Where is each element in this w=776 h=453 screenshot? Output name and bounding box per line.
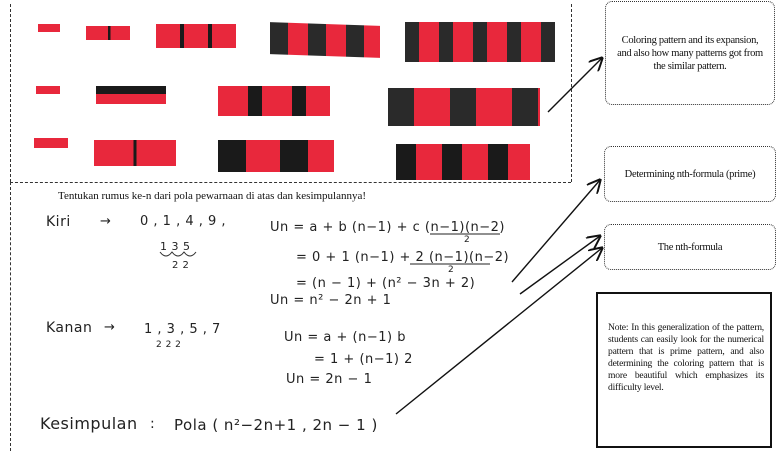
note-box: Note: In this generalization of the patt… — [596, 292, 772, 448]
pattern-r2-4 — [388, 88, 540, 126]
pattern-r3-2 — [94, 140, 176, 166]
kesimpulan-colon: : — [150, 416, 156, 432]
un-line-2: = 0 + 1 (n−1) + 2 (n−1)(n−2) — [296, 250, 510, 265]
un-line-4: Un = n² − 2n + 1 — [270, 293, 392, 308]
pattern-r2-3 — [218, 86, 330, 116]
worksheet-panel — [10, 182, 571, 451]
kanan-un-3: Un = 2n − 1 — [286, 372, 373, 387]
kesimpulan-result: Pola ( n²−2n+1 , 2n − 1 ) — [174, 416, 378, 434]
kanan-differences: 2 2 2 — [156, 340, 182, 350]
pattern-r1-2 — [86, 26, 130, 40]
un-line-2-denominator: 2 — [448, 265, 455, 275]
pattern-r3-1 — [34, 138, 68, 148]
kanan-label: Kanan — [46, 320, 93, 336]
pattern-r1-3 — [156, 24, 236, 48]
pattern-r3-4 — [396, 144, 530, 180]
un-line-1-denominator: 2 — [464, 235, 471, 245]
callout-nth-formula-prime: Determining nth-formula (prime) — [604, 146, 776, 202]
pattern-panel — [10, 4, 572, 182]
un-line-1: Un = a + b (n−1) + c (n−1)(n−2) — [270, 220, 505, 235]
arrow-to-nth-prime — [511, 180, 600, 283]
pattern-r2-2 — [96, 86, 166, 104]
un-line-3: = (n − 1) + (n² − 3n + 2) — [296, 276, 476, 291]
pattern-r1-1 — [38, 24, 60, 32]
pattern-r2-1 — [36, 86, 60, 94]
kiri-arrow: → — [100, 214, 112, 229]
pattern-r1-5 — [405, 22, 555, 62]
kiri-label: Kiri — [46, 214, 71, 230]
pattern-r3-3 — [218, 140, 334, 172]
kiri-second-differences: 2 2 — [172, 260, 190, 271]
kiri-sequence: 0 , 1 , 4 , 9 , — [140, 214, 227, 229]
callout-coloring-pattern: Coloring pattern and its expansion, and … — [605, 1, 775, 105]
arrow-kesimpulan-to-nth — [395, 248, 602, 415]
arrow-to-coloring — [547, 58, 602, 113]
kiri-first-differences: 1 3 5 — [160, 240, 191, 253]
kiri-difference-brace — [159, 251, 197, 257]
kanan-sequence: 1 , 3 , 5 , 7 — [144, 322, 221, 337]
kanan-un-1: Un = a + (n−1) b — [284, 330, 406, 345]
kanan-arrow: → — [104, 320, 116, 335]
arrow-to-nth — [519, 236, 600, 295]
instruction-text: Tentukan rumus ke-n dari pola pewarnaan … — [58, 190, 367, 202]
kanan-un-2: = 1 + (n−1) 2 — [314, 352, 413, 367]
kesimpulan-label: Kesimpulan — [40, 414, 138, 433]
